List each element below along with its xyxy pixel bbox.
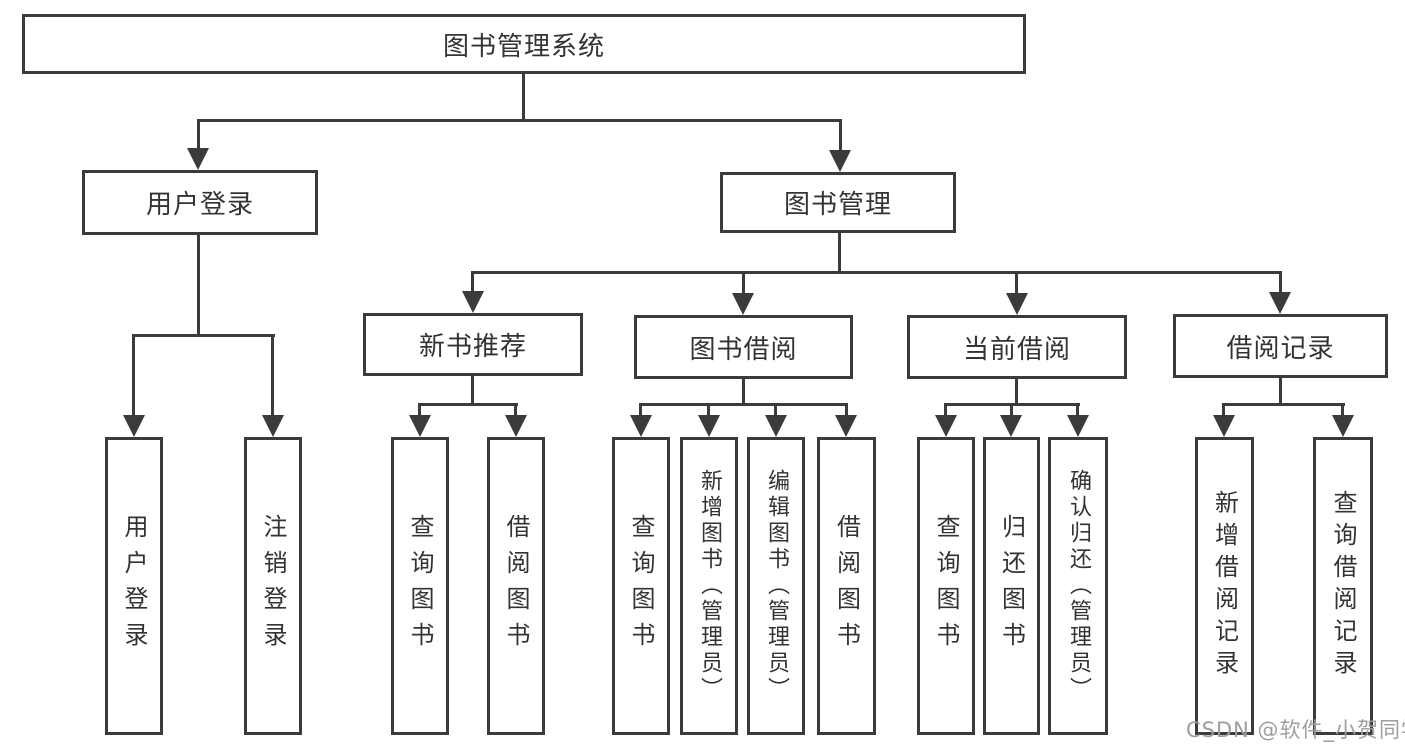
connector-line: [1279, 378, 1282, 405]
connector-line: [132, 334, 135, 416]
connector-line: [1010, 403, 1013, 416]
connector-line: [1223, 403, 1345, 406]
connector-line: [197, 235, 200, 336]
node-root-system: 图书管理系统: [22, 14, 1026, 74]
leaf-query-books-borrow: 查询图书: [612, 437, 670, 735]
connector-line: [845, 403, 848, 416]
node-label: 借阅图书: [502, 514, 530, 658]
connector-line: [838, 233, 841, 274]
connector-line: [639, 403, 848, 406]
connector-line: [1341, 403, 1344, 416]
node-label: 新书推荐: [418, 332, 527, 362]
connector-line: [471, 271, 1282, 274]
node-label: 注销登录: [259, 514, 287, 658]
arrow-down-icon: [1006, 293, 1028, 315]
node-label: 查询图书: [932, 514, 960, 658]
node-book-management: 图书管理: [720, 172, 956, 233]
arrow-down-icon: [835, 415, 857, 437]
connector-line: [197, 119, 842, 122]
connector-line: [1015, 271, 1018, 294]
arrow-down-icon: [1000, 415, 1022, 437]
arrow-down-icon: [1067, 415, 1089, 437]
arrow-down-icon: [1269, 292, 1291, 314]
leaf-confirm-return-admin: 确认归还（管理员）: [1048, 437, 1108, 735]
arrow-down-icon: [935, 415, 957, 437]
arrow-down-icon: [732, 293, 754, 315]
leaf-user-login: 用户登录: [105, 437, 163, 735]
connector-line: [839, 119, 842, 153]
node-label: 查询图书: [627, 514, 655, 658]
connector-line: [471, 376, 474, 405]
connector-line: [471, 271, 474, 292]
connector-line: [132, 334, 275, 337]
node-new-book-recommend: 新书推荐: [363, 313, 583, 376]
connector-line: [639, 403, 642, 416]
node-label: 新增图书（管理员）: [697, 469, 722, 703]
leaf-query-books-current: 查询图书: [917, 437, 975, 735]
connector-line: [774, 403, 777, 416]
connector-line: [514, 403, 517, 416]
node-label: 借阅图书: [832, 514, 861, 658]
leaf-return-book: 归还图书: [983, 437, 1040, 735]
node-book-borrow: 图书借阅: [634, 315, 853, 379]
node-label: 图书管理系统: [442, 31, 605, 62]
connector-line: [271, 334, 274, 416]
node-label: 图书借阅: [689, 334, 798, 365]
arrow-down-icon: [1332, 415, 1354, 437]
connector-line: [1015, 379, 1018, 405]
node-label: 用户登录: [120, 514, 148, 658]
connector-line: [418, 403, 421, 416]
node-label: 查询图书: [406, 514, 434, 658]
leaf-add-book-admin: 新增图书（管理员）: [680, 437, 738, 735]
connector-line: [742, 271, 745, 294]
connector-line: [707, 403, 710, 416]
csdn-watermark: CSDN @软件_小贺同学: [1186, 718, 1405, 742]
arrow-down-icon: [409, 415, 431, 437]
connector-line: [1076, 403, 1079, 416]
connector-line: [197, 119, 200, 151]
node-label: 用户登录: [145, 190, 254, 220]
arrow-down-icon: [262, 415, 284, 437]
leaf-borrow-books-recommend: 借阅图书: [487, 437, 545, 735]
arrow-down-icon: [1213, 415, 1235, 437]
arrow-down-icon: [462, 291, 484, 313]
arrow-down-icon: [187, 148, 209, 170]
node-label: 新增借阅记录: [1210, 490, 1239, 682]
node-label: 图书管理: [783, 190, 892, 220]
connector-line: [418, 403, 518, 406]
leaf-query-books-recommend: 查询图书: [391, 437, 449, 735]
node-label: 当前借阅: [962, 334, 1071, 365]
node-current-borrow: 当前借阅: [907, 315, 1127, 379]
node-user-login: 用户登录: [82, 170, 318, 235]
node-label: 借阅记录: [1226, 333, 1335, 364]
leaf-borrow-books: 借阅图书: [817, 437, 876, 735]
node-label: 编辑图书（管理员）: [764, 469, 789, 703]
node-label: 归还图书: [997, 514, 1026, 658]
node-borrow-record: 借阅记录: [1173, 314, 1388, 378]
arrow-down-icon: [630, 415, 652, 437]
arrow-down-icon: [765, 415, 787, 437]
arrow-down-icon: [505, 415, 527, 437]
connector-line: [1222, 403, 1225, 416]
connector-line: [1279, 271, 1282, 293]
arrow-down-icon: [698, 415, 720, 437]
leaf-add-borrow-record: 新增借阅记录: [1195, 437, 1254, 735]
node-label: 确认归还（管理员）: [1066, 469, 1091, 703]
connector-line: [742, 379, 745, 405]
arrow-down-icon: [123, 415, 145, 437]
arrow-down-icon: [829, 150, 851, 172]
node-label: 查询借阅记录: [1329, 490, 1357, 682]
connector-line: [944, 403, 947, 416]
connector-line: [522, 74, 525, 122]
leaf-query-borrow-record: 查询借阅记录: [1313, 437, 1373, 735]
leaf-logout: 注销登录: [244, 437, 302, 735]
leaf-edit-book-admin: 编辑图书（管理员）: [747, 437, 805, 735]
